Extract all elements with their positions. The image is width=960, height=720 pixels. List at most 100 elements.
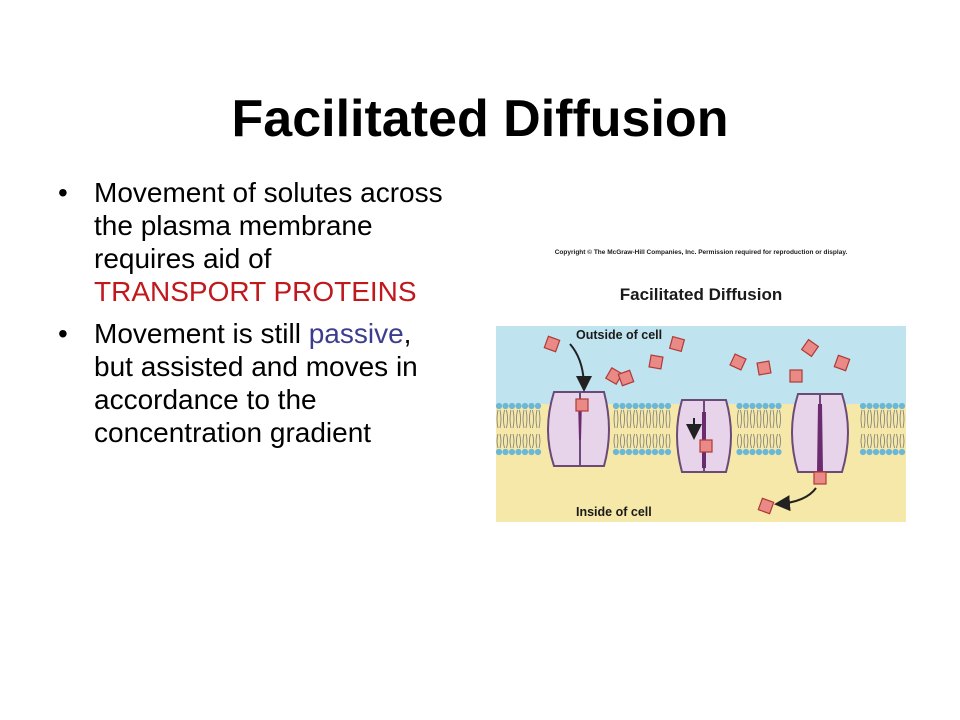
solute-molecule	[833, 354, 851, 372]
lipid-head	[619, 402, 626, 410]
lipid-head	[866, 402, 873, 410]
bullet-list: • Movement of solutes across the plasma …	[58, 176, 448, 458]
lipid-head	[742, 402, 750, 410]
lipid-head	[515, 448, 522, 456]
lipid-tail	[769, 409, 775, 429]
lipid-head	[768, 402, 776, 410]
solute-molecule	[813, 471, 827, 485]
lipid-tail	[639, 433, 645, 449]
lipid-tail	[873, 433, 879, 449]
lipid-tail	[535, 409, 541, 429]
lipid-head	[534, 402, 542, 410]
bullet-icon: •	[58, 177, 68, 208]
lipid-head	[879, 448, 886, 456]
lipid-tail	[535, 433, 541, 449]
lipid-head	[645, 448, 652, 456]
lipid-head	[736, 402, 743, 410]
lipid-tail	[860, 409, 866, 429]
lipid-head	[521, 402, 529, 410]
lipid-tail	[873, 409, 879, 429]
lipid-tail	[626, 433, 632, 449]
lipid-tail	[776, 433, 781, 449]
lipid-head	[638, 448, 646, 456]
lipid-head	[619, 448, 626, 456]
lipid-head	[892, 448, 899, 456]
solute-molecule	[575, 398, 589, 412]
lipid-tail	[509, 433, 515, 449]
solute-molecules	[543, 335, 851, 515]
lipid-tail	[626, 409, 632, 429]
lipid-head	[859, 402, 867, 410]
lipid-head	[502, 448, 509, 456]
lipid-tail	[867, 433, 872, 449]
bullet-item-2: • Movement is still passive, but assiste…	[58, 317, 448, 449]
solute-molecule	[668, 335, 686, 353]
lipid-head	[762, 402, 769, 410]
lipid-tail	[750, 433, 755, 449]
lipid-tail	[763, 433, 768, 449]
lipid-tail	[880, 409, 885, 429]
lipid-head	[645, 402, 652, 410]
slide-title: Facilitated Diffusion	[231, 89, 729, 148]
lipid-tail	[880, 433, 885, 449]
lipid-head	[612, 448, 620, 456]
lipid-head	[625, 402, 633, 410]
lipid-tail	[867, 409, 872, 429]
lipid-tail	[620, 409, 625, 429]
inside-cell-label: Inside of cell	[576, 505, 652, 519]
lipid-tail	[737, 409, 742, 429]
lipid-tail	[743, 409, 749, 429]
lipid-tail	[769, 433, 775, 449]
lipid-head	[502, 402, 509, 410]
lipid-head	[762, 448, 769, 456]
lipid-head	[496, 448, 503, 456]
lipid-head	[638, 402, 646, 410]
lipid-head	[612, 402, 620, 410]
lipid-tail	[503, 409, 508, 429]
transport-protein-3	[791, 393, 849, 473]
solute-molecule	[729, 353, 747, 371]
lipid-tail	[496, 433, 502, 449]
lipid-tail	[665, 433, 671, 449]
lipid-tail	[652, 409, 658, 429]
lipid-head	[775, 448, 782, 456]
transport-protein-2	[676, 399, 732, 473]
lipid-head	[658, 448, 665, 456]
lipid-tail	[646, 409, 651, 429]
lipid-tail	[763, 409, 768, 429]
lipid-tail	[503, 433, 508, 449]
lipid-tail	[516, 409, 521, 429]
bullet-item-1: • Movement of solutes across the plasma …	[58, 176, 448, 308]
lipid-head	[625, 448, 633, 456]
lipid-head	[775, 402, 782, 410]
lipid-tail	[886, 409, 892, 429]
lipid-head	[898, 402, 906, 410]
lipid-head	[664, 448, 672, 456]
lipid-head	[755, 448, 763, 456]
lipid-tail	[620, 433, 625, 449]
lipid-head	[508, 448, 516, 456]
solute-molecule	[757, 497, 775, 515]
lipid-tail	[509, 409, 515, 429]
lipid-tail	[613, 409, 619, 429]
solute-molecule	[543, 335, 561, 353]
lipid-head	[521, 448, 529, 456]
inflow-arrow-icon	[569, 343, 592, 392]
lipid-head	[898, 448, 906, 456]
lipid-tail	[743, 433, 749, 449]
lipid-head	[859, 448, 867, 456]
lipid-head	[632, 448, 639, 456]
lipid-tail	[659, 433, 664, 449]
lipid-tail	[756, 409, 762, 429]
lipid-tail	[737, 433, 742, 449]
lipid-tail	[886, 433, 892, 449]
lipid-head	[872, 402, 880, 410]
lipid-head	[515, 402, 522, 410]
bullet-1-text: Movement of solutes across the plasma me…	[94, 177, 443, 274]
solute-molecule	[617, 369, 635, 387]
lipid-tail	[522, 409, 528, 429]
facilitated-diffusion-figure: Copyright © The McGraw-Hill Companies, I…	[496, 240, 906, 522]
lipid-head	[651, 402, 659, 410]
bullet-1-highlight: TRANSPORT PROTEINS	[94, 276, 417, 307]
lipid-head	[768, 448, 776, 456]
